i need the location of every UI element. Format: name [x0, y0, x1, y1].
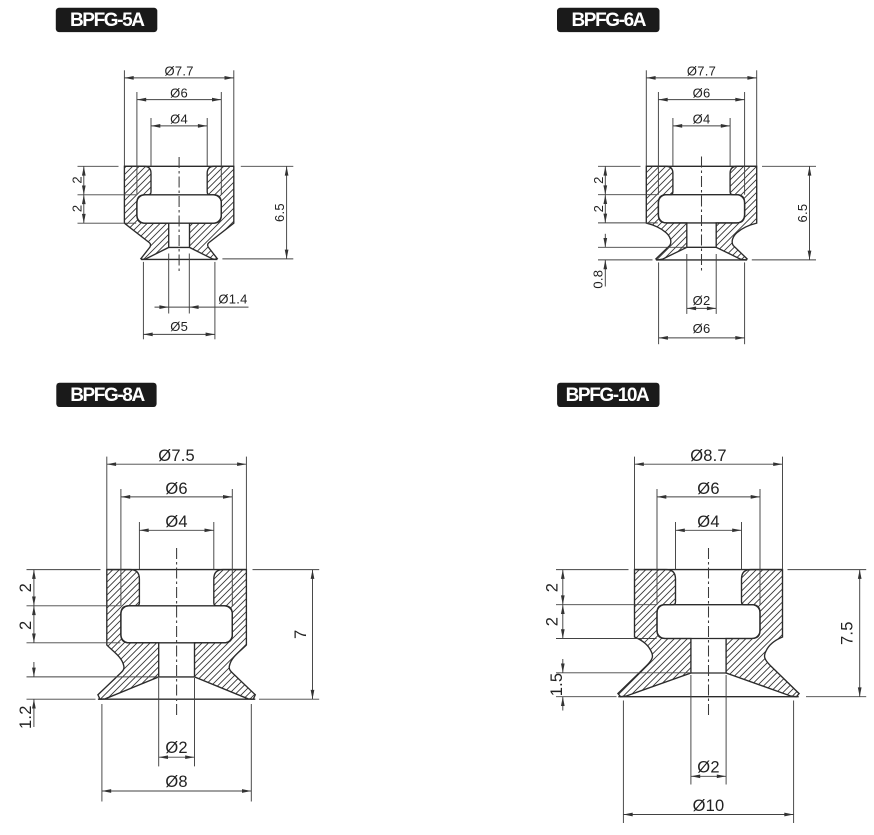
svg-text:6.5: 6.5	[795, 204, 810, 223]
svg-text:Ø4: Ø4	[165, 513, 187, 531]
svg-text:6.5: 6.5	[272, 203, 287, 222]
svg-text:Ø10: Ø10	[693, 797, 725, 815]
svg-text:Ø2: Ø2	[697, 758, 719, 776]
svg-text:BPFG-5A: BPFG-5A	[70, 10, 145, 31]
svg-text:Ø8: Ø8	[165, 773, 187, 791]
svg-text:2: 2	[70, 205, 85, 212]
svg-text:2: 2	[70, 176, 85, 183]
svg-text:1.5: 1.5	[548, 673, 566, 697]
svg-text:BPFG-8A: BPFG-8A	[70, 385, 145, 406]
svg-text:1.2: 1.2	[17, 705, 35, 729]
svg-text:Ø5: Ø5	[170, 319, 188, 334]
svg-text:Ø6: Ø6	[693, 85, 711, 100]
svg-text:7: 7	[292, 630, 310, 639]
svg-text:2: 2	[544, 583, 562, 592]
svg-text:2: 2	[17, 621, 35, 630]
svg-text:Ø6: Ø6	[165, 480, 187, 498]
svg-text:Ø7.7: Ø7.7	[165, 64, 194, 79]
svg-text:Ø6: Ø6	[697, 480, 719, 498]
svg-text:7.5: 7.5	[839, 621, 857, 645]
svg-text:BPFG-6A: BPFG-6A	[571, 10, 646, 31]
svg-text:Ø6: Ø6	[170, 85, 188, 100]
svg-text:Ø7.5: Ø7.5	[158, 447, 195, 465]
svg-text:Ø1.4: Ø1.4	[218, 292, 247, 307]
svg-text:Ø2: Ø2	[693, 293, 711, 308]
svg-text:Ø7.7: Ø7.7	[687, 64, 716, 79]
svg-text:2: 2	[17, 583, 35, 592]
svg-text:0.8: 0.8	[591, 270, 606, 289]
svg-text:2: 2	[591, 176, 606, 183]
svg-text:Ø4: Ø4	[170, 112, 188, 127]
svg-text:Ø6: Ø6	[693, 321, 711, 336]
svg-text:Ø4: Ø4	[693, 112, 711, 127]
svg-text:2: 2	[544, 617, 562, 626]
svg-text:2: 2	[591, 205, 606, 212]
svg-text:Ø8.7: Ø8.7	[690, 447, 727, 465]
svg-text:Ø4: Ø4	[697, 513, 719, 531]
svg-text:Ø2: Ø2	[165, 739, 187, 757]
svg-text:BPFG-10A: BPFG-10A	[566, 385, 650, 406]
